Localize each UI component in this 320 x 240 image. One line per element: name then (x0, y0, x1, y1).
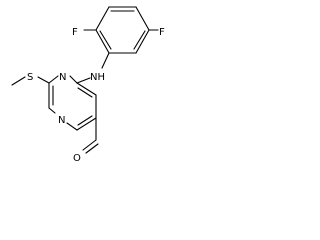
bond-c-nh (101, 52, 110, 69)
bond (95, 29, 110, 54)
bond (66, 122, 78, 131)
bond (48, 75, 59, 84)
molecule-structure: F F NH S N N O (11, 6, 165, 164)
bond (135, 29, 150, 54)
bond (76, 117, 97, 131)
nitrogen-ring-left-label: N (58, 115, 65, 126)
nitrogen-ring-top-label: N (59, 72, 66, 83)
bond (99, 30, 112, 50)
bond-c-o (82, 139, 97, 151)
bond (95, 6, 110, 31)
bond (77, 115, 93, 126)
bond-c-o-double (85, 143, 99, 154)
amine-label: NH (90, 72, 105, 83)
bond (69, 75, 78, 84)
fluorine-right-label: F (159, 27, 165, 38)
bond-s-ch3 (11, 76, 26, 86)
sulfur-label: S (27, 72, 33, 83)
bond (135, 6, 150, 31)
bond-nh-c4 (76, 77, 91, 84)
fluorine-left-label: F (72, 27, 78, 38)
oxygen-label: O (73, 153, 81, 164)
phenyl-ring (95, 6, 150, 54)
bond (76, 82, 97, 96)
bond (48, 107, 56, 114)
bond (133, 30, 146, 50)
pyrimidine-ring (48, 75, 97, 131)
structure-canvas: F F NH S N N O (0, 0, 177, 180)
bond-c2-s (37, 76, 50, 84)
bond (77, 87, 93, 98)
